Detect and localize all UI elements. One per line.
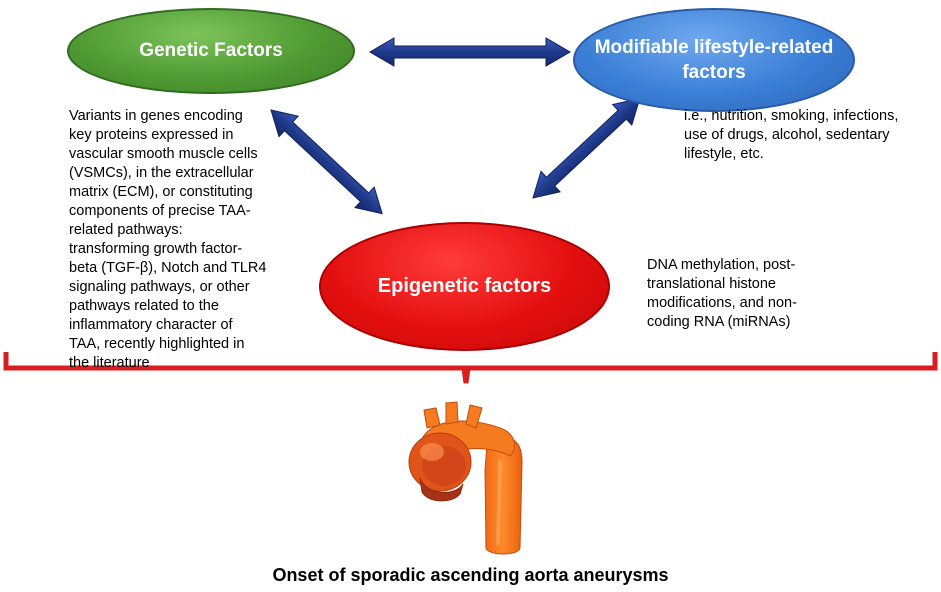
- grouping-bracket: [3, 352, 938, 384]
- epigenetic-factors-description: DNA methylation, post- translational his…: [647, 257, 797, 330]
- genetic-factors-description: Variants in genes encoding key proteins …: [69, 108, 267, 371]
- lifestyle-factors-title: Modifiable lifestyle-related factors: [594, 37, 834, 83]
- epigenetic-factors-node: Epigenetic factors: [319, 222, 610, 351]
- arrow-lifestyle-epigenetic: [532, 97, 641, 199]
- lifestyle-factors-node: Modifiable lifestyle-related factors: [573, 8, 855, 112]
- genetic-factors-title: Genetic Factors: [139, 40, 283, 61]
- lifestyle-factors-description: i.e., nutrition, smoking, infections, us…: [684, 108, 899, 162]
- aorta-illustration: [408, 401, 523, 555]
- arrow-genetic-epigenetic: [270, 109, 383, 215]
- arrow-genetic-lifestyle: [369, 37, 571, 67]
- genetic-factors-node: Genetic Factors: [67, 8, 355, 94]
- epigenetic-factors-title: Epigenetic factors: [377, 275, 552, 297]
- outcome-caption: Onset of sporadic ascending aorta aneury…: [272, 565, 669, 585]
